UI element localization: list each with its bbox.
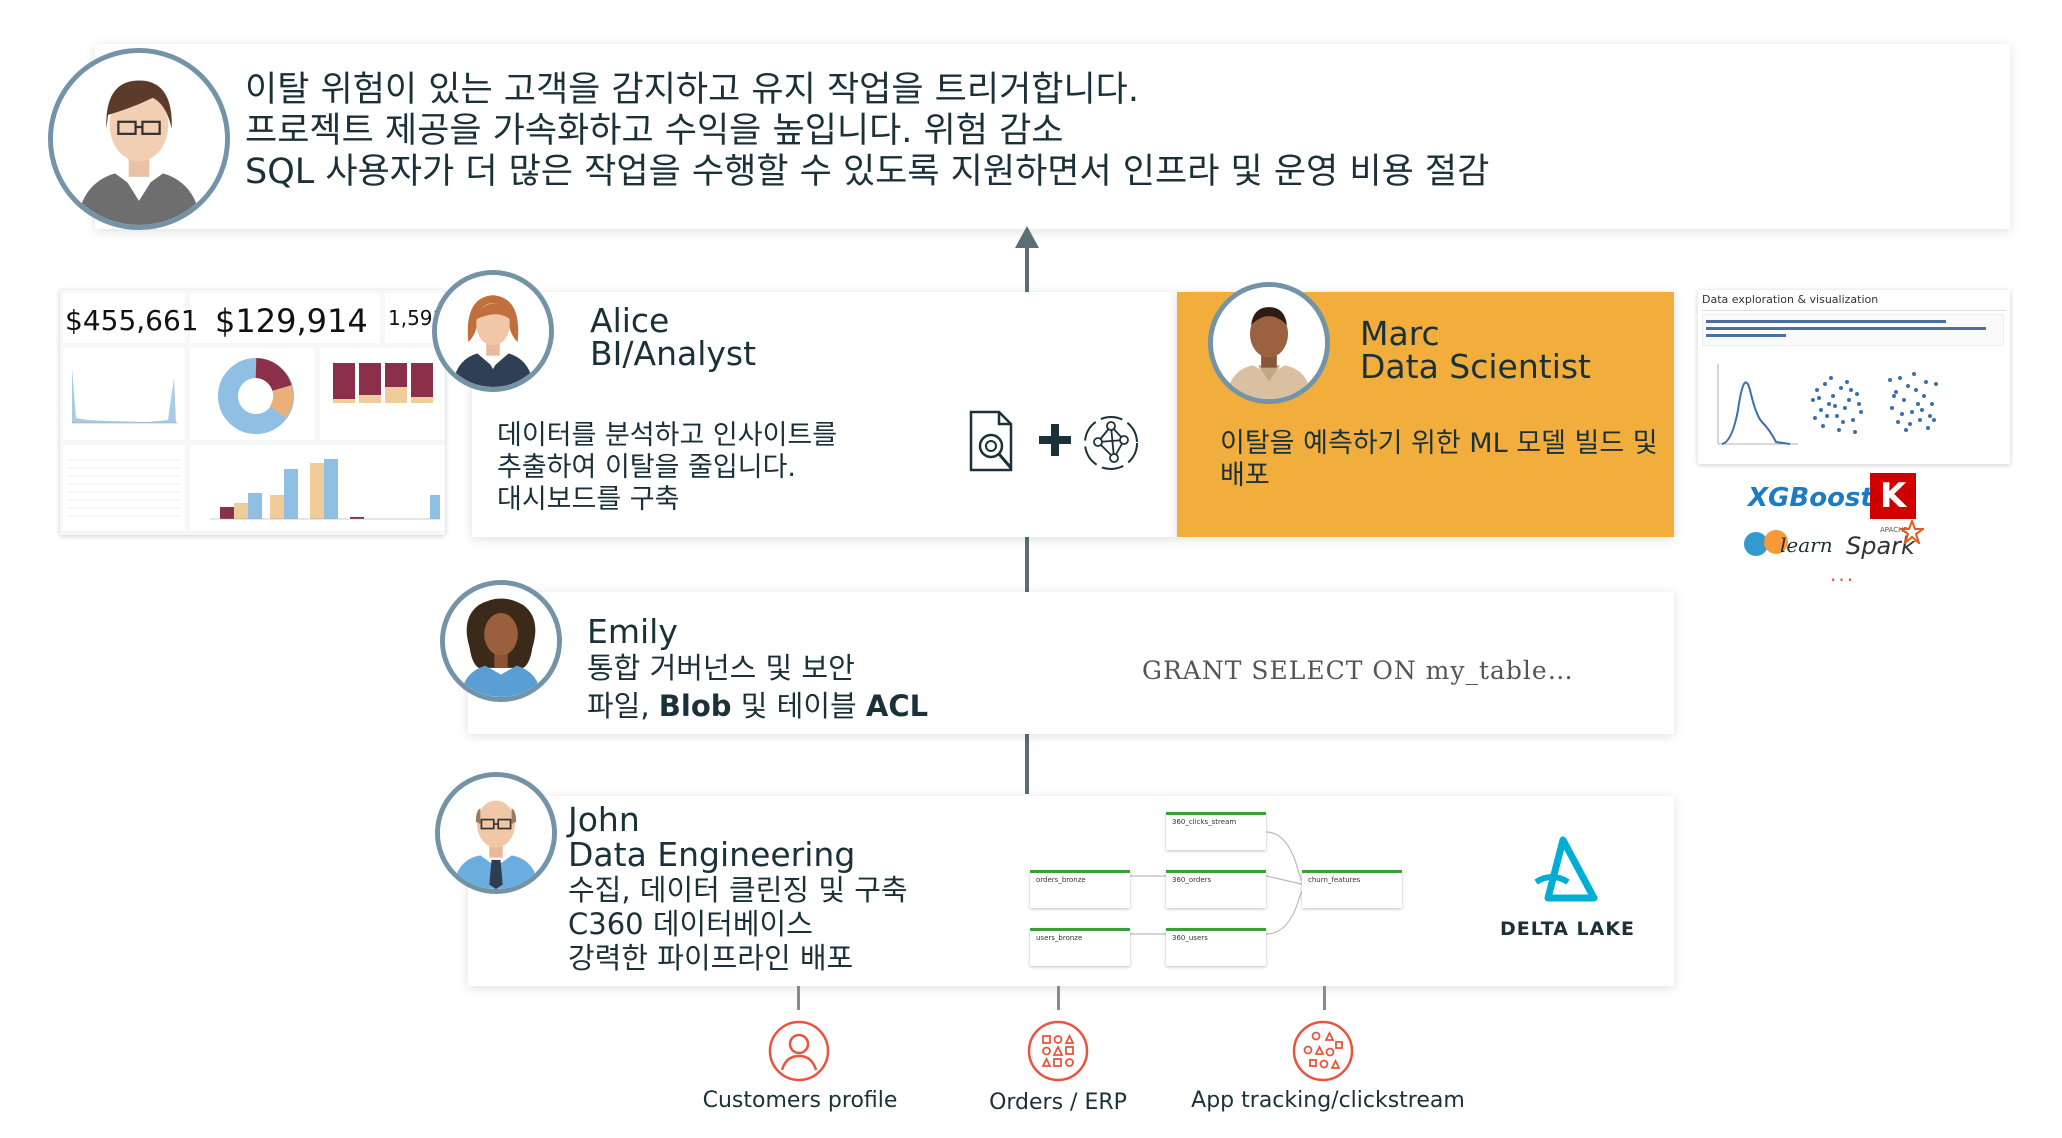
node-label: users_bronze [1036, 934, 1083, 942]
emily-desc-2-blob: Blob [658, 689, 732, 723]
table-mini [68, 459, 180, 517]
keras-logo: K [1870, 473, 1916, 519]
grant-sql-snippet: GRANT SELECT ON my_table… [1142, 656, 1574, 685]
emily-avatar [440, 580, 562, 702]
source-label-orders: Orders / ERP [989, 1090, 1127, 1115]
histogram-mini [72, 368, 178, 424]
spark-logo: Spark [1846, 532, 1915, 560]
node-label: 360_clicks_stream [1172, 818, 1237, 826]
arrow-head-icon [1015, 226, 1039, 248]
emily-desc-1: 통합 거버넌스 및 보안 [587, 651, 855, 685]
scatter-plot-mini-1 [1811, 376, 1863, 434]
marc-desc-2: 배포 [1220, 460, 1270, 491]
pipeline-node: churn_features [1302, 870, 1402, 908]
source-line-orders [1057, 986, 1060, 1010]
bar-chart-mini [210, 459, 440, 520]
network-icon [1084, 416, 1138, 470]
alice-desc-2: 추출하여 이탈을 줄입니다. [497, 452, 796, 483]
node-label: 360_orders [1172, 876, 1212, 884]
john-name: John [568, 800, 640, 839]
john-desc-3: 강력한 파이프라인 배포 [568, 941, 854, 975]
source-label-customers: Customers profile [702, 1088, 898, 1113]
xgboost-logo: XGBoost [1748, 483, 1873, 513]
john-desc-2: C360 데이터베이스 [568, 907, 813, 941]
goal-line-3: SQL 사용자가 더 많은 작업을 수행할 수 있도록 지원하면서 인프라 및 … [245, 152, 1490, 192]
marc-role: Data Scientist [1360, 347, 1591, 386]
marc-avatar [1208, 282, 1330, 404]
connector-lower [1025, 730, 1029, 794]
alice-role: BI/Analyst [590, 334, 757, 373]
more-tools-ellipsis: ... [1830, 562, 1856, 586]
notebook-thumbnail: Data exploration & visualization [1698, 290, 2010, 464]
user-icon [768, 1020, 830, 1082]
delta-lake-label: DELTA LAKE [1500, 918, 1636, 940]
emily-desc-2-mid: 및 테이블 [731, 689, 866, 723]
goal-line-2: 프로젝트 제공을 가속화하고 수익을 높입니다. 위험 감소 [245, 111, 1064, 151]
john-role: Data Engineering [568, 835, 856, 874]
code-lines-mini [1706, 320, 1986, 337]
alice-desc-3: 대시보드를 구축 [497, 484, 680, 515]
node-label: orders_bronze [1036, 876, 1086, 884]
alice-avatar [432, 270, 554, 392]
pipeline-node: orders_bronze [1030, 870, 1130, 908]
search-document-icon [969, 410, 1013, 472]
node-label: 360_users [1172, 934, 1208, 942]
source-line-customers [797, 986, 800, 1010]
delta-lake-logo-icon [1534, 836, 1598, 902]
pipeline-node: 360_users [1166, 928, 1266, 966]
kde-plot-mini [1717, 364, 1798, 445]
emily-desc-2-prefix: 파일, [587, 689, 659, 723]
source-line-clickstream [1323, 986, 1326, 1010]
kpi-revenue: $129,914 [215, 302, 368, 340]
stacked-bar-mini [333, 363, 433, 403]
emily-desc-2: 파일, Blob 및 테이블 ACL [587, 688, 928, 724]
node-label: churn_features [1308, 876, 1361, 884]
alice-name: Alice [590, 301, 670, 340]
marc-desc-1: 이탈을 예측하기 위한 ML 모델 빌드 및 [1220, 428, 1658, 459]
spark-apache-label: APACHE [1880, 526, 1908, 534]
goals-card [95, 44, 2010, 229]
emily-card [468, 592, 1674, 734]
kpi-total: $455,661 [65, 304, 199, 337]
john-avatar [435, 772, 557, 894]
plus-icon [1039, 424, 1071, 456]
marc-name: Marc [1360, 314, 1440, 353]
alice-desc-1: 데이터를 분석하고 인사이트를 [497, 420, 838, 451]
scatter-plot-mini-2 [1888, 372, 1938, 432]
keras-letter: K [1879, 476, 1907, 516]
spark-star-icon [1900, 520, 1924, 544]
grid-shapes-icon [1027, 1020, 1089, 1082]
emily-desc-2-acl: ACL [865, 689, 929, 723]
pipeline-node: users_bronze [1030, 928, 1130, 966]
dashboard-thumbnail: $455,661 $129,914 1,591 [60, 290, 445, 535]
scatter-shapes-icon [1292, 1020, 1354, 1082]
alice-card [472, 292, 1177, 537]
emily-name: Emily [587, 612, 678, 651]
pipeline-node: 360_orders [1166, 870, 1266, 908]
sklearn-logo-icon [1744, 530, 1788, 556]
pipeline-node: 360_clicks_stream [1166, 812, 1266, 850]
executive-avatar [48, 48, 230, 230]
source-label-clickstream: App tracking/clickstream [1191, 1088, 1465, 1113]
donut-mini [218, 358, 294, 434]
sklearn-label: learn [1780, 533, 1833, 557]
john-desc-1: 수집, 데이터 클린징 및 구축 [568, 873, 908, 907]
goal-line-1: 이탈 위험이 있는 고객을 감지하고 유지 작업을 트리거합니다. [245, 70, 1140, 110]
notebook-title: Data exploration & visualization [1702, 293, 1879, 306]
